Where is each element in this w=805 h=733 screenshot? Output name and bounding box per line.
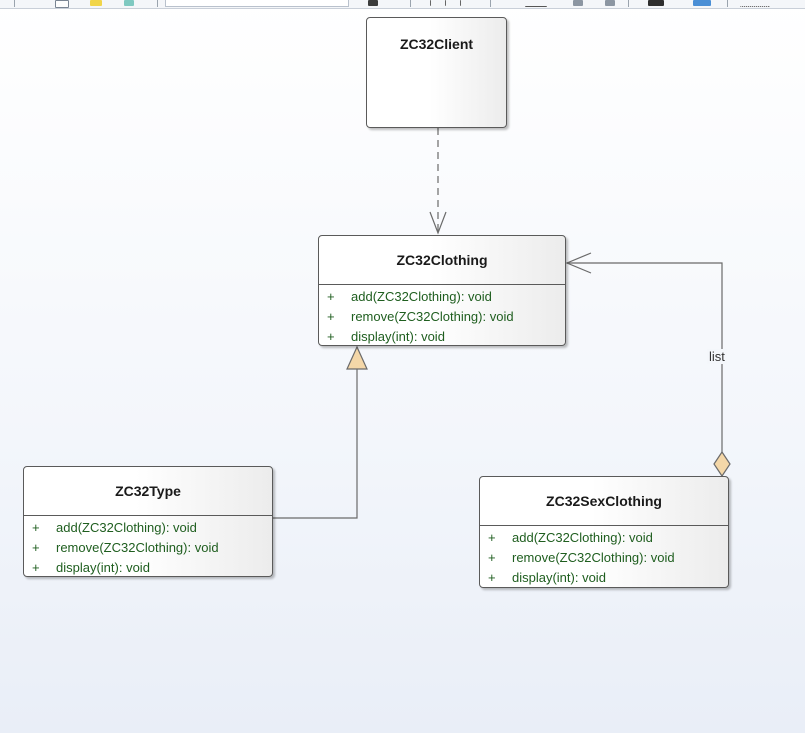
- operations-compartment: + add(ZC32Clothing): void + remove(ZC32Clo…: [319, 284, 565, 349]
- toolbar-separator: [410, 0, 411, 7]
- size-icon[interactable]: [573, 0, 583, 6]
- class-zc32type[interactable]: ZC32Type + add(ZC32Clothing): void + remov…: [23, 466, 273, 577]
- visibility-marker: +: [32, 560, 40, 575]
- operation[interactable]: + add(ZC32Clothing): void: [327, 287, 565, 307]
- association-label: list: [707, 349, 727, 364]
- operation[interactable]: + remove(ZC32Clothing): void: [327, 307, 565, 327]
- operation-signature: remove(ZC32Clothing): void: [56, 540, 219, 555]
- class-name: ZC32SexClothing: [546, 493, 662, 509]
- toolbar-separator: [14, 0, 15, 7]
- visibility-marker: +: [327, 289, 335, 304]
- toolbar: [0, 0, 805, 9]
- operation[interactable]: + remove(ZC32Clothing): void: [32, 538, 272, 558]
- visibility-marker: +: [32, 540, 40, 555]
- operation[interactable]: + display(int): void: [32, 558, 272, 578]
- operation-signature: add(ZC32Clothing): void: [56, 520, 197, 535]
- visibility-marker: +: [327, 329, 335, 344]
- visibility-marker: +: [488, 530, 496, 545]
- visibility-marker: +: [327, 309, 335, 324]
- toolbar-separator: [628, 0, 629, 7]
- toolbar-icon[interactable]: [55, 0, 69, 8]
- class-zc32sexclothing[interactable]: ZC32SexClothing + add(ZC32Clothing): void…: [479, 476, 729, 588]
- operation-signature: display(int): void: [512, 570, 606, 585]
- operation-signature: display(int): void: [351, 329, 445, 344]
- zoom-icon[interactable]: [648, 0, 664, 6]
- size-icon[interactable]: [605, 0, 615, 6]
- toolbar-separator: [727, 0, 728, 7]
- class-zc32client[interactable]: ZC32Client: [366, 17, 507, 128]
- distribute-icon[interactable]: [460, 0, 475, 6]
- navigability-arrowhead: [565, 252, 592, 274]
- operation[interactable]: + display(int): void: [488, 568, 728, 588]
- operation[interactable]: + add(ZC32Clothing): void: [488, 528, 728, 548]
- operations-compartment: + add(ZC32Clothing): void + remove(ZC32Clo…: [480, 525, 728, 590]
- operation[interactable]: + remove(ZC32Clothing): void: [488, 548, 728, 568]
- line-icon[interactable]: [525, 0, 547, 7]
- visibility-marker: +: [32, 520, 40, 535]
- class-zc32clothing[interactable]: ZC32Clothing + add(ZC32Clothing): void + r…: [318, 235, 566, 346]
- operations-compartment: + add(ZC32Clothing): void + remove(ZC32Clo…: [24, 515, 272, 580]
- class-name: ZC32Type: [115, 483, 181, 499]
- aggregation-connector[interactable]: [565, 252, 731, 478]
- operation-signature: add(ZC32Clothing): void: [512, 530, 653, 545]
- operation-signature: add(ZC32Clothing): void: [351, 289, 492, 304]
- generalization-connector[interactable]: [273, 345, 368, 519]
- operation-signature: remove(ZC32Clothing): void: [351, 309, 514, 324]
- visibility-marker: +: [488, 550, 496, 565]
- layout-icon[interactable]: [693, 0, 711, 6]
- aggregation-diamond: [713, 450, 731, 478]
- operation[interactable]: + display(int): void: [327, 327, 565, 347]
- visibility-marker: +: [488, 570, 496, 585]
- operation-signature: remove(ZC32Clothing): void: [512, 550, 675, 565]
- class-name: ZC32Clothing: [396, 252, 488, 268]
- arrow-icon[interactable]: [368, 0, 378, 6]
- folder-icon[interactable]: [90, 0, 102, 6]
- class-name: ZC32Client: [399, 36, 474, 52]
- toolbar-separator: [157, 0, 158, 7]
- operation-signature: display(int): void: [56, 560, 150, 575]
- align-icon[interactable]: [430, 0, 446, 6]
- operation[interactable]: + add(ZC32Clothing): void: [32, 518, 272, 538]
- save-icon[interactable]: [124, 0, 134, 6]
- more-icon[interactable]: [740, 0, 770, 7]
- inheritance-arrowhead: [346, 345, 368, 370]
- toolbar-field[interactable]: [165, 0, 349, 7]
- dependency-connector[interactable]: [429, 128, 447, 235]
- toolbar-separator: [490, 0, 491, 7]
